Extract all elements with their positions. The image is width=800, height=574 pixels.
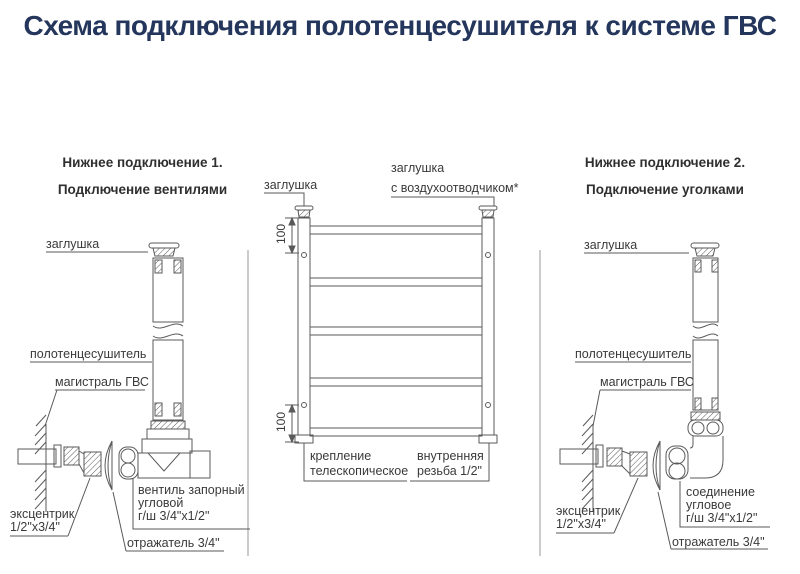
center-leader-lines xyxy=(264,192,495,482)
right-section-heading-1: Нижнее подключение 2. xyxy=(584,155,746,170)
main-line-label-right: магистраль ГВС xyxy=(600,375,694,389)
air-vent-plug-label: заглушка с воздухоотводчиком* xyxy=(391,161,519,195)
plug-label-center: заглушка xyxy=(264,178,318,192)
towel-rail-drawing xyxy=(264,192,498,482)
eccentric-label-right: эксцентрик 1/2"x3/4" xyxy=(556,504,621,531)
wall-hatching-left xyxy=(34,414,47,510)
left-connection-drawing xyxy=(10,242,250,552)
valve-label: вентиль запорный угловой г/ш 3/4"x1/2" xyxy=(138,483,245,523)
right-connection-drawing xyxy=(556,242,770,550)
dimension-label-bottom: 100 xyxy=(274,411,288,433)
main-line-label-left: магистраль ГВС xyxy=(55,375,149,389)
left-section-heading-1: Нижнее подключение 1. xyxy=(62,155,223,170)
wall-hatching-right xyxy=(581,414,594,510)
thread-label: внутренняя резьба 1/2" xyxy=(417,449,484,478)
dimension-label-top: 100 xyxy=(274,223,288,245)
right-leader-lines xyxy=(556,252,770,550)
right-section-heading-2: Подключение уголками xyxy=(586,182,744,197)
plug-label-left: заглушка xyxy=(46,237,100,251)
towel-rail-label-right: полотенцесушитель xyxy=(575,347,692,361)
mount-label: крепление телескопическое xyxy=(310,449,409,478)
reflector-label-right: отражатель 3/4" xyxy=(672,535,765,549)
plug-label-right: заглушка xyxy=(584,238,638,252)
left-section-heading-2: Подключение вентилями xyxy=(57,182,228,197)
reflector-label-left: отражатель 3/4" xyxy=(127,536,220,550)
dimension-lines xyxy=(285,216,299,444)
eccentric-label-left: эксцентрик 1/2"x3/4" xyxy=(10,507,75,534)
left-leader-lines xyxy=(10,251,250,552)
page-title: Схема подключения полотенцесушителя к си… xyxy=(23,10,778,41)
elbow-label: соединение угловое г/ш 3/4"x1/2" xyxy=(686,485,758,525)
towel-rail-label-left: полотенцесушитель xyxy=(30,347,147,361)
